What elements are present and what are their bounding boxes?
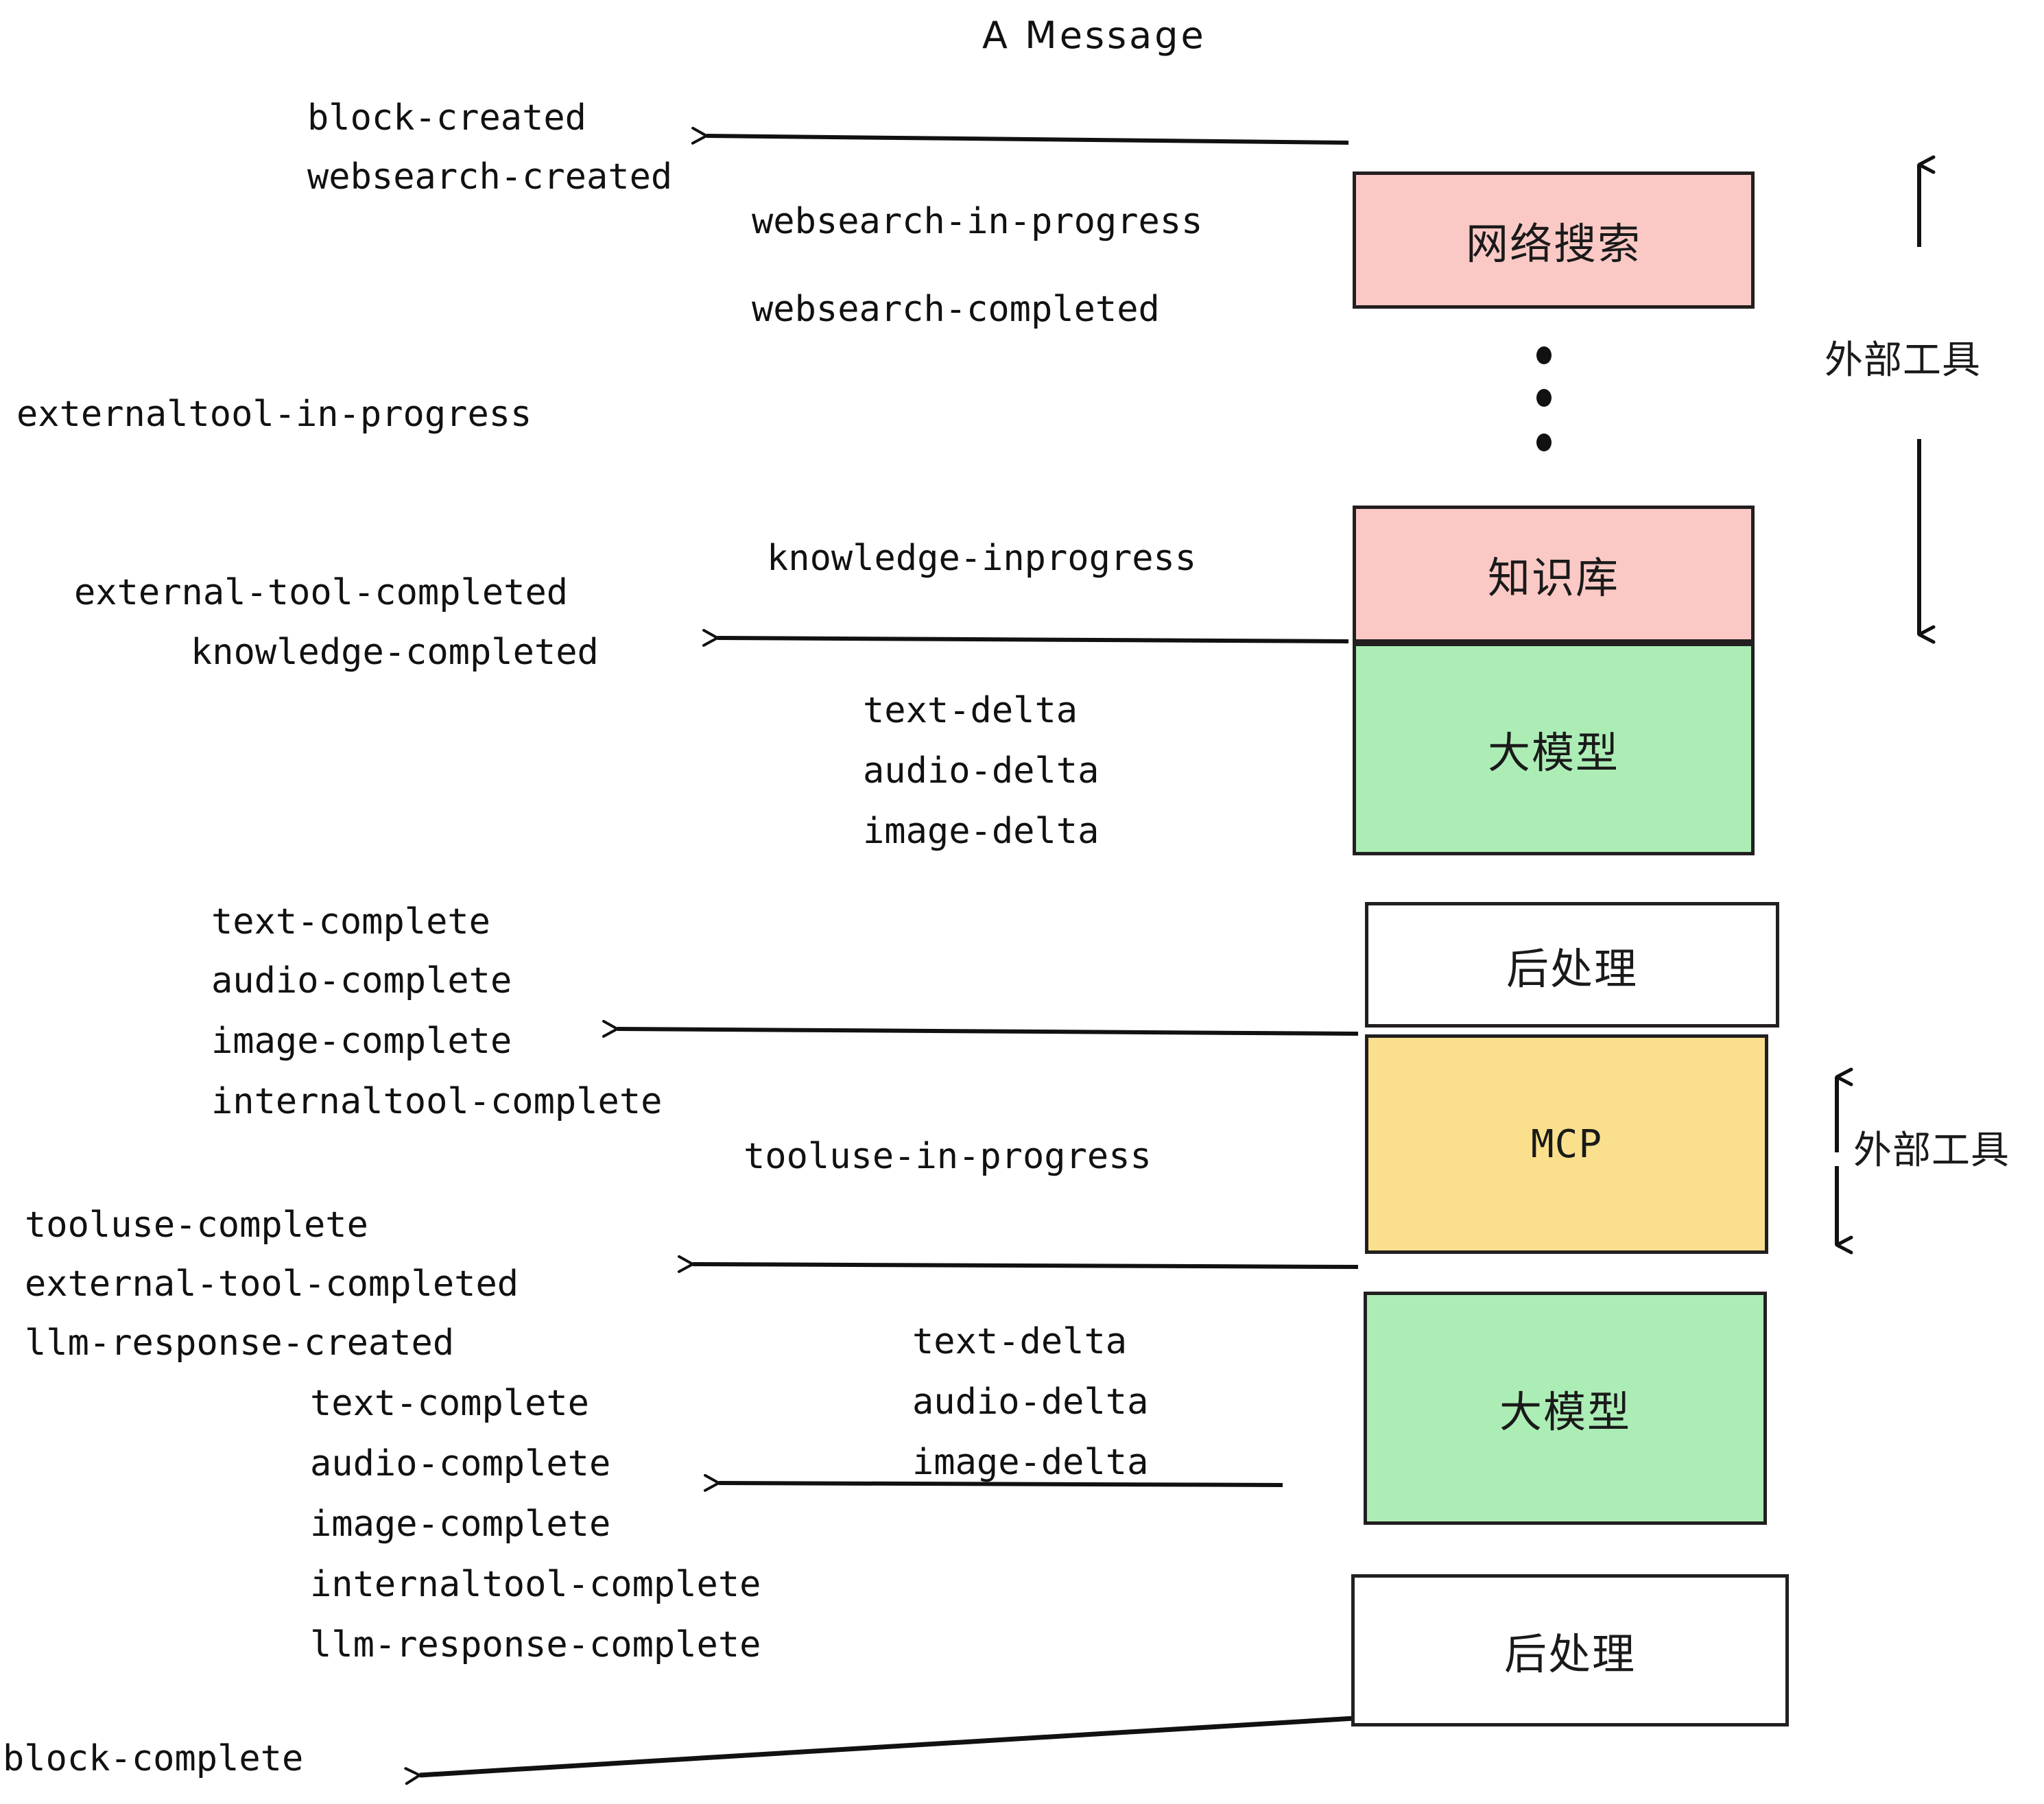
ellipsis-dot-1 bbox=[1536, 346, 1552, 364]
event-text-complete-1: text-complete bbox=[211, 901, 490, 942]
event-tooluse-in-progress: tooluse-in-progress bbox=[744, 1136, 1152, 1177]
event-llm-response-complete: llm-response-complete bbox=[310, 1624, 761, 1665]
ellipsis-dot-3 bbox=[1536, 434, 1552, 451]
event-external-tool-completed-1: external-tool-completed bbox=[74, 572, 569, 613]
box-websearch-label: 网络搜索 bbox=[1465, 219, 1641, 269]
event-audio-complete-2: audio-complete bbox=[310, 1443, 611, 1484]
event-audio-delta-1: audio-delta bbox=[863, 750, 1100, 792]
box-llm-top[interactable]: 大模型 bbox=[1353, 643, 1755, 855]
box-mcp[interactable]: MCP bbox=[1365, 1034, 1768, 1254]
box-knowledge[interactable]: 知识库 bbox=[1353, 506, 1755, 643]
event-websearch-in-progress: websearch-in-progress bbox=[752, 201, 1203, 242]
arrow-websearch-created bbox=[691, 126, 1349, 145]
event-websearch-created: websearch-created bbox=[307, 156, 673, 198]
event-knowledge-inprogress: knowledge-inprogress bbox=[767, 538, 1197, 579]
event-image-complete-1: image-complete bbox=[211, 1021, 512, 1062]
box-postprocess-bottom[interactable]: 后处理 bbox=[1351, 1574, 1789, 1726]
box-llm-bottom-label: 大模型 bbox=[1499, 1387, 1631, 1437]
event-externaltool-in-progress: externaltool-in-progress bbox=[16, 394, 532, 435]
event-image-complete-2: image-complete bbox=[310, 1504, 611, 1545]
arrow-block-complete bbox=[404, 1716, 1355, 1785]
event-image-delta-2: image-delta bbox=[912, 1442, 1149, 1483]
event-external-tool-completed-2: external-tool-completed bbox=[25, 1263, 519, 1305]
event-image-delta-1: image-delta bbox=[863, 811, 1100, 852]
event-llm-response-created: llm-response-created bbox=[25, 1322, 455, 1364]
event-internaltool-complete-1: internaltool-complete bbox=[211, 1081, 663, 1122]
arrow-external-tool-completed-2 bbox=[677, 1255, 1359, 1273]
box-postprocess-top[interactable]: 后处理 bbox=[1365, 902, 1779, 1028]
event-block-complete: block-complete bbox=[3, 1738, 304, 1779]
event-internaltool-complete-2: internaltool-complete bbox=[310, 1564, 761, 1605]
box-mcp-label: MCP bbox=[1530, 1121, 1603, 1167]
side-label-external-tool-top: 外部工具 bbox=[1825, 338, 1981, 383]
event-knowledge-completed: knowledge-completed bbox=[191, 632, 599, 673]
event-audio-delta-2: audio-delta bbox=[912, 1381, 1149, 1423]
box-websearch[interactable]: 网络搜索 bbox=[1353, 171, 1755, 309]
box-llm-bottom[interactable]: 大模型 bbox=[1364, 1292, 1767, 1525]
event-text-complete-2: text-complete bbox=[310, 1383, 589, 1424]
box-postprocess-bottom-label: 后处理 bbox=[1504, 1629, 1636, 1679]
box-knowledge-label: 知识库 bbox=[1487, 553, 1619, 603]
ellipsis-dot-2 bbox=[1536, 389, 1552, 407]
box-postprocess-top-label: 后处理 bbox=[1506, 943, 1638, 994]
event-tooluse-complete: tooluse-complete bbox=[25, 1204, 368, 1246]
event-websearch-completed: websearch-completed bbox=[752, 289, 1160, 330]
diagram-title: A Message bbox=[982, 14, 1207, 57]
event-audio-complete-1: audio-complete bbox=[211, 960, 512, 1001]
arrow-knowledge-completed bbox=[702, 628, 1349, 647]
box-llm-top-label: 大模型 bbox=[1487, 728, 1619, 778]
event-text-delta-2: text-delta bbox=[912, 1321, 1128, 1362]
event-text-delta-1: text-delta bbox=[863, 690, 1078, 731]
side-label-external-tool-bottom: 外部工具 bbox=[1853, 1128, 2010, 1173]
arrow-audio-complete-2 bbox=[703, 1473, 1283, 1492]
arrow-image-complete bbox=[602, 1019, 1359, 1038]
event-block-created: block-created bbox=[307, 97, 586, 139]
